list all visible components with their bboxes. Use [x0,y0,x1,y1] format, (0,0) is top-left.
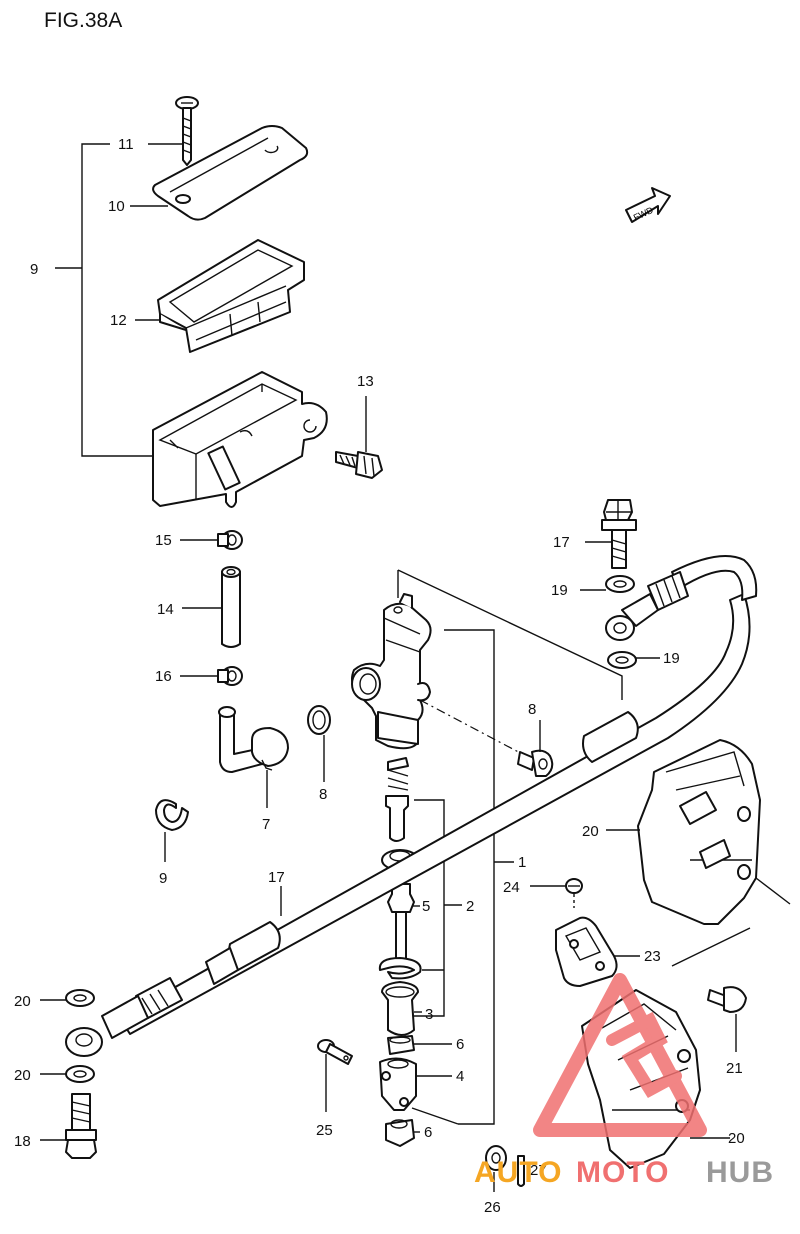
callout-20-a: 19 [551,582,568,599]
callout-5: 5 [422,898,430,915]
callout-4: 4 [456,1068,464,1085]
banjo-bolt-19-lower [65,1093,97,1159]
banjo-bolt-10 [517,749,554,777]
callout-22: 21 [726,1060,743,1077]
callout-11: 9 [30,261,38,278]
callout-27: 27 [530,1162,547,1179]
mc-outline-line [397,569,623,700]
watermark-text: AUTO MOTO HUB [474,1156,774,1189]
washer-20b [607,651,637,669]
callout-23: 23 [644,948,661,965]
master-cylinder-body [351,593,432,750]
fwd-arrow-icon: FWD [625,187,671,223]
callout-6-upper: 6 [456,1036,464,1053]
callout-21A: 20 [728,1130,745,1147]
bracket-1 [444,629,495,1125]
svg-text:HUB: HUB [706,1156,774,1189]
piston-assembly-2 [378,757,422,1036]
reservoir-body-11 [152,371,328,508]
svg-text:MOTO: MOTO [576,1156,669,1189]
cotter-pin-27 [517,1155,525,1187]
callout-3: 3 [425,1006,433,1023]
screw-13 [175,96,199,166]
callout-24: 24 [503,879,520,896]
hose-clamp-23 [555,916,618,987]
callout-2: 2 [466,898,474,915]
washer-20a [605,575,635,593]
callout-14: 12 [110,312,127,329]
clevis-4 [379,1057,417,1111]
nut-6-lower [385,1119,415,1147]
callout-16: 14 [157,601,174,618]
callout-7: 7 [262,816,270,833]
callout-20-d: 20 [14,1067,31,1084]
bracket-11 [81,143,156,457]
callout-25: 25 [316,1122,333,1139]
callout-12: 10 [108,198,125,215]
bolt-22 [707,986,747,1013]
callout-20-b: 19 [663,650,680,667]
callout-20-c: 20 [14,993,31,1010]
washer-20d [65,1065,95,1083]
guard-ref-line [671,877,791,967]
callout-19-upper: 17 [553,534,570,551]
washer-26 [485,1145,507,1171]
washer-20c [65,989,95,1007]
o-ring-8 [307,705,331,735]
diaphragm-14 [157,239,305,353]
callout-6-lower: 6 [424,1124,432,1141]
clamp-17-lower [217,666,243,686]
screw-24 [565,878,583,908]
pin-25 [317,1039,353,1065]
callout-13: 11 [118,136,134,153]
callout-18: 17 [268,869,285,886]
callout-17-lower: 16 [155,668,172,685]
clamp-17-upper [217,530,243,550]
callout-8: 8 [319,786,327,803]
reservoir-cap-12 [152,125,309,221]
callout-26: 26 [484,1199,501,1216]
guard-21 [637,739,761,925]
figure-title: FIG.38A [44,9,122,32]
circlip-9 [155,799,189,831]
callout-9: 9 [159,870,167,887]
bolt-15 [335,451,383,479]
callout-10: 8 [528,701,536,718]
watermark-logo [533,973,707,1137]
callout-19-lower: 18 [14,1133,31,1150]
elbow-connector-7 [218,706,289,773]
callout-1: 1 [518,854,526,871]
bracket-2 [414,799,445,1017]
hose-16 [221,566,241,648]
callout-21: 20 [582,823,599,840]
svg-text:AUTO: AUTO [474,1156,562,1189]
nut-6-upper [387,1035,415,1055]
callout-15: 13 [357,373,374,390]
banjo-bolt-19-upper [601,499,637,569]
callout-17-upper: 15 [155,532,172,549]
alignment-line [419,699,527,757]
brake-hose-18 [65,555,758,1057]
